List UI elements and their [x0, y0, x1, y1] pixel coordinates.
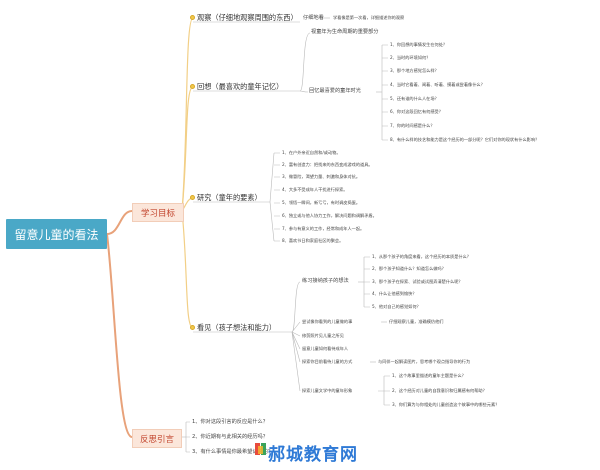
see-other: 修剪照片见儿童之所见 — [302, 333, 344, 338]
practice-item: 5、他对自己的感觉如何？ — [372, 304, 421, 309]
recall-item: 3、那个地方感觉怎么样？ — [390, 68, 439, 73]
practice-item: 2、那个孩子知道什么？知道怎么做吗？ — [372, 266, 446, 271]
see-other: 探索儿童文学中的童年形象 — [302, 388, 353, 393]
reflection-node: 反思引言 — [132, 429, 182, 448]
research-item: 1、在户外亲近自然和/或动物。 — [282, 150, 341, 155]
see-other: 留意儿童如何看待成年人 — [302, 346, 349, 351]
research-item: 4、大多不受成年人干扰进行探索。 — [282, 187, 348, 192]
literature-item: 2、这个经历对儿童的自我意识和归属感有何帮助？ — [392, 388, 487, 393]
observe-title: 观察（仔细地观察周围的东西） — [197, 13, 298, 22]
literature-item: 1、这个故事里描述的童年主题是什么？ — [392, 373, 466, 378]
reflection-label: 反思引言 — [139, 434, 174, 445]
research-item: 7、参与有意义的工作，经常和成年人一起。 — [282, 226, 365, 231]
recall-item: 1、你回想的事情发生在何处？ — [390, 42, 448, 47]
recall-point-b: 回忆最喜爱的童年时光 — [309, 88, 361, 94]
recall-item: 7、你的时间感是什么？ — [390, 123, 435, 128]
research-item: 3、做冒险，渴望力量、刺激和身体对抗。 — [282, 174, 361, 179]
research-dot — [190, 195, 195, 200]
recall-point-a: 视童年为生命周期的重要部分 — [311, 29, 379, 35]
recall-item: 4、当时它看着、闻着、听着、摸着或尝着像什么？ — [390, 82, 485, 87]
research-item: 6、独立或与他人协力工作，解决问题和调解矛盾。 — [282, 213, 377, 218]
observe-dot — [190, 15, 195, 20]
see-other-note: 与同伴一起解读图片，思考哪个观点指导你的行为 — [378, 359, 471, 364]
root-label: 留意儿童的看法 — [14, 227, 99, 242]
see-other: 探索你目前看待儿童的方式 — [302, 359, 353, 364]
reflect-item: 1、你对这段引言的反应是什么？ — [192, 419, 268, 425]
learning-goals-node: 学习目标 — [132, 203, 184, 222]
research-item: 5、领悟一瞬间，新亏亏，有时调皮捣蛋。 — [282, 200, 361, 205]
watermark-logo-icon — [255, 443, 266, 455]
practice-item: 4、什么让他感到愉快？ — [372, 291, 417, 296]
see-other-note: 仔细观察儿童，准确模仿他们 — [389, 319, 444, 324]
practice-label: 练习接纳孩子的想法 — [302, 278, 349, 284]
reflect-item: 2、你近期有与此相关的经历吗？ — [192, 434, 268, 440]
reflect-item: 3、有什么事情是你最希望记住的？ — [192, 449, 274, 455]
see-other: 尝试像你看到的儿童做的事 — [302, 319, 353, 324]
recall-item: 2、当时的环境如何？ — [390, 55, 431, 60]
research-item: 8、喜欢节日和家庭社区的聚会。 — [282, 238, 344, 243]
watermark: 郝城教育网 — [268, 445, 358, 465]
recall-item: 6、你对这段回忆有何感受？ — [390, 109, 443, 114]
root-node: 留意儿童的看法 — [6, 219, 107, 249]
practice-item: 3、那个孩子在探索、试验或试图弄清楚什么呢？ — [372, 279, 463, 284]
practice-item: 1、从那个孩子的角度来看，这个经历的本质是什么？ — [372, 254, 471, 259]
observe-note: 学看像是第一次看，详细描述你的观察 — [333, 15, 405, 20]
research-title: 研究（童年的要素） — [197, 193, 262, 202]
observe-child: 仔细地看 — [303, 15, 324, 21]
recall-item: 8、有什么样的技艺和能力是这个经历的一部分呢？它们对你的现状有什么影响？ — [390, 137, 540, 142]
literature-item: 3、你们算为与你相处的儿童创造这个故事中的哪些元素？ — [392, 402, 500, 407]
learning-goals-label: 学习目标 — [140, 208, 175, 219]
recall-title: 回想（最喜欢的童年记忆） — [197, 82, 284, 91]
see-dot — [190, 325, 195, 330]
research-item: 2、富有创造力：把找来的东西变成游戏的道具。 — [282, 162, 373, 167]
recall-item: 5、还有谁的什么人在场？ — [390, 96, 439, 101]
recall-dot — [190, 84, 195, 89]
see-title: 看见（孩子想法和能力） — [197, 323, 277, 332]
